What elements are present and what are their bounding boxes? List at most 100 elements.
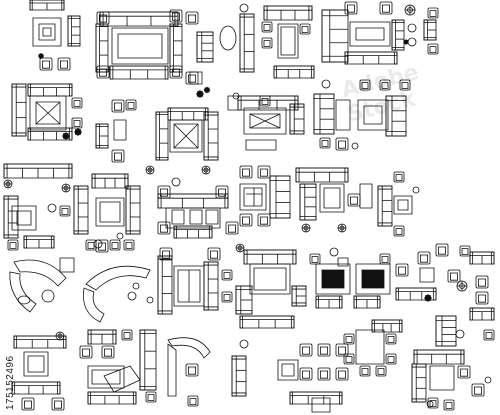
dining-chair-aa — [300, 368, 312, 380]
ottoman-v — [420, 268, 434, 282]
sofa-part — [372, 320, 375, 332]
chair-d1 — [262, 22, 272, 32]
chair-seat — [60, 61, 67, 68]
sofa-part — [14, 336, 17, 348]
round-table-q — [42, 290, 54, 302]
chair-seat — [82, 349, 89, 356]
chair-seat — [148, 395, 154, 401]
chair-body — [345, 2, 357, 14]
coffee-table-d — [278, 24, 298, 58]
bench-i — [246, 140, 276, 150]
sofa-y — [140, 330, 156, 390]
sofa-part — [63, 336, 66, 348]
chair-cc4 — [444, 400, 454, 410]
sofa-part — [140, 330, 145, 390]
sofa-part — [264, 6, 312, 20]
sofa-part — [354, 296, 380, 300]
sofa-part — [290, 104, 304, 107]
sofa-part — [68, 16, 72, 46]
sofa-top-m — [158, 194, 228, 208]
sofa-part — [170, 69, 182, 72]
chair-n3 — [240, 214, 252, 226]
sofa-part — [158, 256, 172, 314]
chair-j1 — [336, 138, 348, 150]
sofa-part — [4, 235, 18, 238]
round-table-j — [322, 80, 330, 88]
chair-seat — [362, 83, 368, 89]
chair-body — [72, 98, 82, 108]
curved-sofa-q2 — [10, 272, 36, 312]
curved-sofa-r — [86, 266, 150, 290]
sofa-part — [4, 164, 7, 178]
sofa-part — [125, 174, 128, 188]
chair-y1 — [122, 330, 132, 340]
sofa-part — [62, 0, 64, 10]
chair-seat — [430, 47, 436, 53]
chair-seat — [104, 349, 111, 356]
sofa-part — [414, 350, 464, 354]
sofa-part — [412, 364, 426, 402]
sofa-left-h — [156, 112, 168, 160]
chair-n4 — [258, 214, 270, 226]
chair-body — [158, 222, 170, 234]
chair-seat — [188, 367, 195, 374]
sofa-part — [88, 392, 136, 404]
chair-seat — [474, 387, 481, 394]
chair-bb3 — [386, 334, 396, 344]
chair-k2 — [60, 206, 70, 216]
corner-chair-b — [97, 12, 109, 24]
chair-body — [170, 66, 182, 78]
sofa-part — [236, 286, 252, 290]
chair-w1 — [22, 398, 34, 410]
sofa-part — [240, 316, 294, 328]
sofa-part — [110, 66, 168, 70]
chair-body — [262, 38, 272, 48]
sofa-part — [270, 176, 290, 180]
sofa-part — [28, 84, 72, 88]
chair-seat — [362, 369, 368, 375]
table-inner-k — [17, 211, 31, 225]
sofa-part — [12, 133, 26, 136]
sofa-top-l — [92, 174, 128, 188]
sofa-part — [74, 186, 88, 189]
sofa-top-t — [244, 250, 296, 264]
chair-seat — [42, 61, 49, 68]
sofa-v — [396, 288, 436, 300]
chair-seat — [486, 333, 492, 339]
chair-r1 — [96, 240, 108, 252]
side-table-g — [114, 120, 126, 140]
chair-seat — [438, 247, 445, 254]
chair-body — [448, 270, 460, 282]
chair-seat — [260, 217, 267, 224]
sofa-part — [197, 58, 213, 62]
chair-body — [318, 344, 330, 356]
sofa-part — [354, 296, 357, 308]
sofa-part — [88, 392, 91, 404]
chair-seat — [188, 15, 195, 22]
chair-cc2 — [472, 384, 484, 396]
stool-s — [147, 297, 153, 303]
coffee-table-i — [250, 114, 280, 128]
sofa-part — [309, 6, 312, 20]
chair-seat — [396, 229, 402, 235]
loveseat-e — [424, 20, 436, 40]
chair-body — [102, 346, 114, 358]
chair-body — [376, 366, 386, 376]
chair-a2 — [58, 58, 70, 70]
sofa-part — [378, 186, 392, 226]
chair-body — [428, 398, 438, 408]
stool-r — [133, 283, 139, 289]
chair-seat — [420, 255, 427, 262]
plant-leaf — [197, 94, 200, 97]
chair-body — [52, 398, 64, 410]
sofa-part — [396, 288, 436, 292]
curved-sofa-z — [168, 338, 210, 358]
sectional-cc-top — [414, 350, 464, 364]
chair-body — [112, 150, 124, 162]
sofa-bottom-b — [110, 66, 168, 79]
chair-e2 — [380, 2, 392, 14]
coffee-table-b — [112, 28, 168, 64]
sofa-part — [57, 382, 60, 394]
chair-p2 — [394, 226, 404, 236]
chair-y2 — [146, 392, 156, 402]
